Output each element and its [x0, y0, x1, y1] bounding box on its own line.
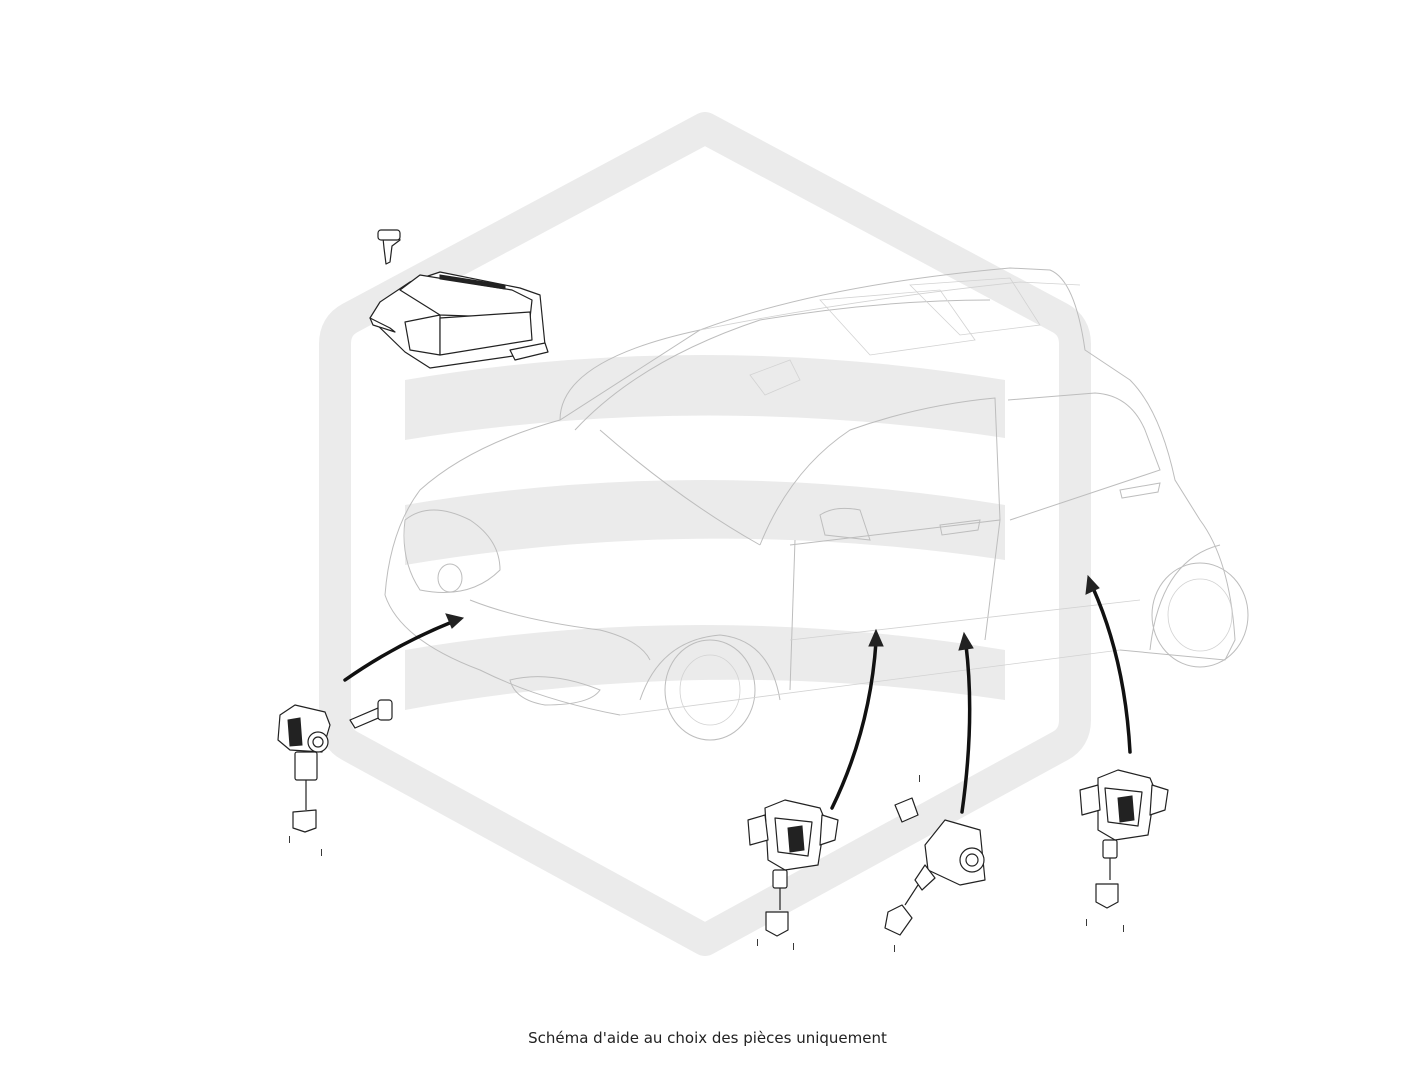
front-crash-sensor-icon: [277, 699, 393, 833]
b-pillar-sensor-label-2: I: [918, 774, 921, 785]
arrows: [343, 574, 1132, 814]
rear-door-crash-sensor-icon: [1079, 769, 1169, 909]
front-door-sensor-label-1: I: [756, 938, 759, 949]
arrow-b-pillar-sensor: [960, 643, 972, 814]
arrow-rear-door-sensor: [1091, 586, 1132, 754]
front-sensor-label-1: I: [288, 835, 291, 846]
arrow-front-sensor-head: [445, 613, 465, 629]
airbag-control-unit-icon: [369, 229, 549, 369]
front-sensor-label-2: I: [320, 848, 323, 859]
disclaimer-caption: Schéma d'aide au choix des pièces unique…: [528, 1029, 887, 1047]
front-door-sensor-label-2: I: [792, 942, 795, 953]
arrow-front-door-sensor: [830, 640, 878, 810]
arrow-front-door-sensor-head: [868, 628, 884, 647]
rear-door-sensor-label-2: I: [1122, 924, 1125, 935]
arrow-rear-door-sensor-head: [1085, 574, 1100, 595]
watermark-logo-icon: [319, 112, 1091, 956]
car-outline: [384, 267, 1249, 741]
rear-door-sensor-label-1: I: [1085, 918, 1088, 929]
front-door-crash-sensor-icon: [747, 799, 839, 937]
b-pillar-crash-sensor-icon: [884, 797, 986, 936]
b-pillar-sensor-label-1: I: [893, 944, 896, 955]
arrow-b-pillar-sensor-head: [958, 631, 974, 651]
part-labels: I I I I I I I I: [288, 774, 1125, 955]
arrow-front-sensor: [343, 620, 454, 682]
